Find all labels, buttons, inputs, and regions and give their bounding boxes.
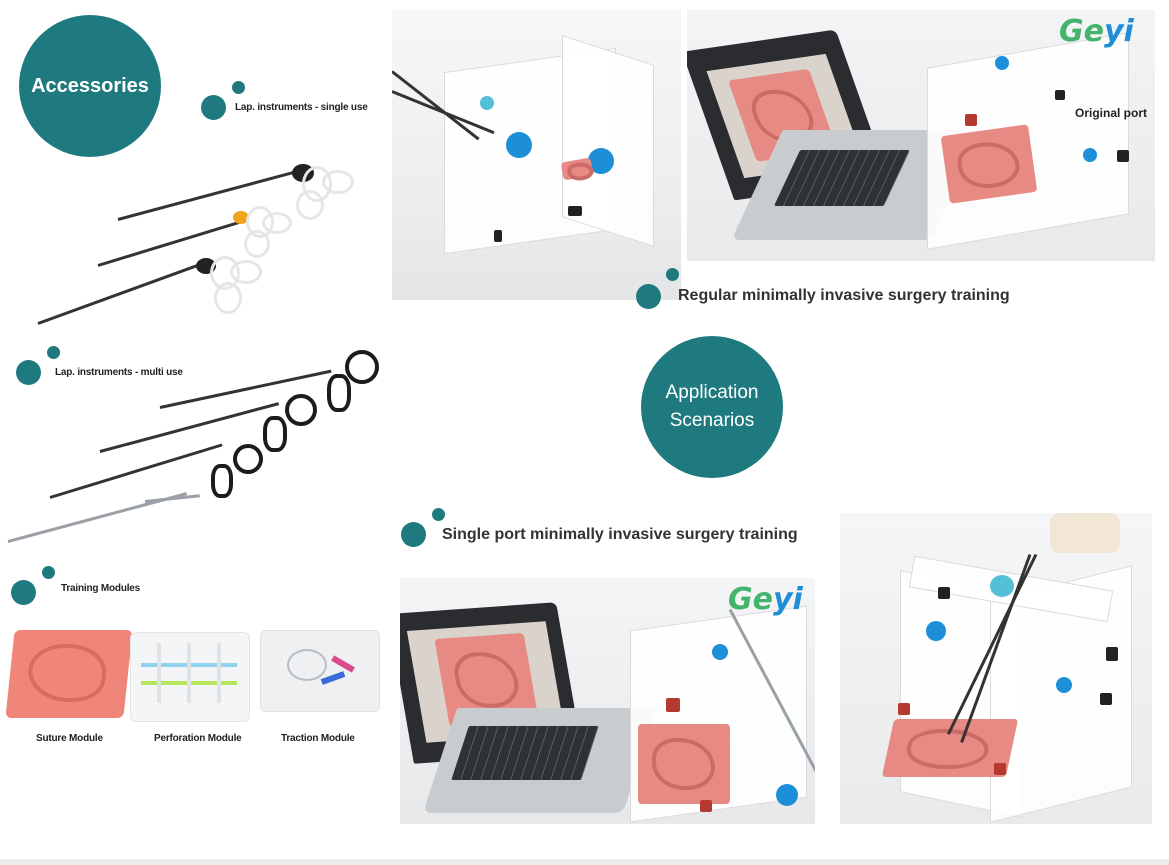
dot-marker-icon — [432, 508, 445, 521]
original-port-label: Original port — [1075, 106, 1147, 120]
multi-use-label: Lap. instruments - multi use — [55, 367, 183, 378]
dot-marker-icon — [636, 284, 661, 309]
perforation-module-image — [130, 632, 250, 722]
dot-marker-icon — [42, 566, 55, 579]
application-scenarios-circle: Application Scenarios — [641, 336, 783, 478]
single-use-instruments-image — [30, 150, 360, 340]
dot-marker-icon — [201, 95, 226, 120]
dot-marker-icon — [401, 522, 426, 547]
single-port-photo-1: Geyi — [400, 578, 815, 824]
geyi-logo: Geyi — [1059, 14, 1134, 49]
application-title-line1: Application — [665, 382, 759, 403]
page-bottom-band — [0, 859, 1169, 865]
dot-marker-icon — [47, 346, 60, 359]
dot-marker-icon — [16, 360, 41, 385]
suture-module-image — [5, 630, 133, 718]
application-title-line2: Scenarios — [669, 410, 755, 431]
dot-marker-icon — [11, 580, 36, 605]
traction-module-image — [260, 630, 380, 712]
training-modules-label: Training Modules — [61, 583, 141, 594]
regular-training-photo-2: Geyi Original port — [687, 10, 1155, 261]
traction-module-label: Traction Module — [281, 733, 355, 744]
regular-training-photo-1 — [392, 10, 681, 300]
suture-module-label: Suture Module — [36, 733, 103, 744]
dot-marker-icon — [232, 81, 245, 94]
perforation-module-label: Perforation Module — [154, 733, 242, 744]
regular-training-label: Regular minimally invasive surgery train… — [678, 287, 1010, 304]
accessories-circle: Accessories — [19, 15, 161, 157]
single-port-training-label: Single port minimally invasive surgery t… — [442, 526, 798, 543]
geyi-logo: Geyi — [728, 582, 803, 617]
dot-marker-icon — [666, 268, 679, 281]
single-use-label: Lap. instruments - single use — [235, 102, 368, 113]
accessories-title: Accessories — [31, 74, 149, 97]
single-port-photo-2 — [840, 513, 1152, 824]
multi-use-instruments-image — [5, 340, 385, 550]
